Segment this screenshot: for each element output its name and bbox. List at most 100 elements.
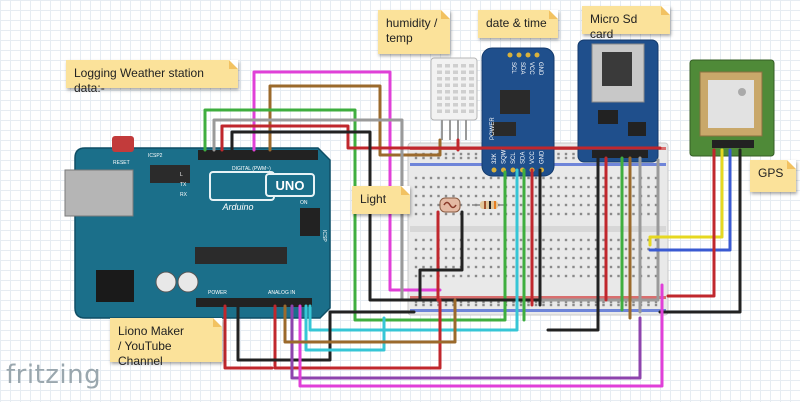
dht-grille-slot <box>445 96 450 100</box>
capacitor-1 <box>155 271 177 293</box>
breadboard-hole <box>482 274 485 278</box>
rtc-pin-label: GND <box>537 62 543 76</box>
breadboard-hole <box>572 212 575 216</box>
breadboard-hole <box>572 156 575 160</box>
rtc-pin-label: GND <box>540 150 546 164</box>
breadboard-hole <box>587 247 590 251</box>
breadboard-hole <box>654 212 658 216</box>
breadboard-hole <box>512 300 515 304</box>
breadboard-hole <box>564 212 568 216</box>
breadboard-hole <box>437 176 440 180</box>
breadboard-hole <box>542 194 545 198</box>
breadboard-hole <box>512 274 515 278</box>
breadboard-hole <box>512 265 515 269</box>
breadboard-hole <box>632 256 635 260</box>
breadboard-hole <box>429 274 433 278</box>
breadboard-hole <box>564 185 568 189</box>
tx-label: TX <box>180 182 187 188</box>
breadboard-hole <box>444 212 448 216</box>
breadboard-hole <box>534 194 538 198</box>
breadboard-hole <box>632 274 635 278</box>
breadboard-hole <box>459 152 463 156</box>
breadboard-hole <box>519 256 523 260</box>
breadboard-hole <box>647 265 650 269</box>
breadboard-hole <box>474 238 478 242</box>
breadboard-hole <box>497 303 500 307</box>
wire-red-5v <box>223 304 274 370</box>
breadboard-hole <box>527 247 530 251</box>
breadboard-hole <box>602 265 605 269</box>
breadboard-hole <box>557 274 560 278</box>
breadboard-hole <box>474 303 478 307</box>
breadboard-hole <box>459 194 463 198</box>
breadboard-hole <box>422 274 425 278</box>
breadboard-hole <box>437 156 440 160</box>
breadboard-hole <box>647 212 650 216</box>
breadboard-hole <box>422 265 425 269</box>
dht-grille-slot <box>437 109 442 113</box>
breadboard-hole <box>647 303 650 307</box>
breadboard-hole <box>452 256 455 260</box>
note-gps-text: GPS <box>758 166 784 180</box>
breadboard-hole <box>467 274 470 278</box>
breadboard-hole <box>564 265 568 269</box>
breadboard-hole <box>459 176 463 180</box>
breadboard-hole <box>617 212 620 216</box>
note-gps: GPS <box>750 160 796 192</box>
breadboard-hole <box>444 265 448 269</box>
breadboard-hole <box>594 303 598 307</box>
breadboard-hole <box>489 212 493 216</box>
breadboard-hole <box>579 194 583 198</box>
dht-grille-slot <box>469 96 474 100</box>
arduino-uno-board: UNO Arduino RESET ICSP2 TX RX L ON DIGIT… <box>64 136 331 319</box>
breadboard-hole <box>557 185 560 189</box>
breadboard-hole <box>527 176 530 180</box>
breadboard-hole <box>572 185 575 189</box>
breadboard-hole <box>489 247 493 251</box>
rtc-pin <box>510 167 516 173</box>
wire-red-gps <box>666 148 716 298</box>
breadboard-hole <box>624 303 628 307</box>
breadboard-hole <box>654 300 658 304</box>
breadboard-hole <box>617 194 620 198</box>
breadboard-hole <box>557 265 560 269</box>
dht-grille-slot <box>453 77 458 81</box>
breadboard-hole <box>489 300 493 304</box>
breadboard-hole <box>594 256 598 260</box>
breadboard-hole <box>422 176 425 180</box>
rtc-pin-label: VCC <box>528 62 534 75</box>
reset-button[interactable] <box>112 136 134 152</box>
breadboard-hole <box>519 303 523 307</box>
breadboard-hole <box>527 194 530 198</box>
breadboard-hole <box>444 156 448 160</box>
breadboard-hole <box>422 194 425 198</box>
breadboard-hole <box>549 265 553 269</box>
breadboard-hole <box>549 300 553 304</box>
breadboard-hole <box>489 303 493 307</box>
breadboard-hole <box>609 303 613 307</box>
breadboard-hole <box>579 247 583 251</box>
breadboard-hole <box>527 203 530 207</box>
breadboard-hole <box>564 247 568 251</box>
breadboard-hole <box>587 256 590 260</box>
dht-grille-slot <box>469 64 474 68</box>
breadboard-hole <box>557 203 560 207</box>
breadboard-hole <box>422 238 425 242</box>
breadboard-hole <box>444 247 448 251</box>
breadboard-hole <box>624 274 628 278</box>
breadboard-hole <box>534 185 538 189</box>
breadboard-hole <box>654 194 658 198</box>
dht-grille-slot <box>469 109 474 113</box>
rtc-pin <box>491 167 497 173</box>
breadboard-hole <box>602 300 605 304</box>
breadboard-hole <box>549 256 553 260</box>
breadboard-hole <box>467 152 470 156</box>
usb-chip <box>150 165 190 183</box>
wire-black-ldr <box>418 210 464 302</box>
breadboard-hole <box>414 274 418 278</box>
breadboard-hole <box>482 176 485 180</box>
breadboard-hole <box>414 156 418 160</box>
breadboard-hole <box>594 238 598 242</box>
dht-grille-slot <box>453 96 458 100</box>
breadboard-hole <box>414 300 418 304</box>
